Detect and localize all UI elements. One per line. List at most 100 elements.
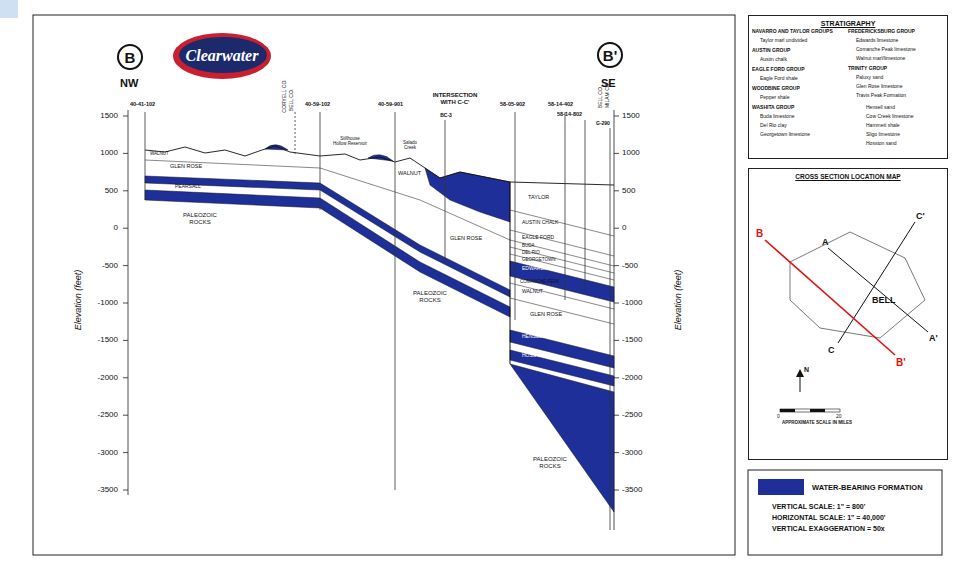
unit-name: Travis Peak Formation: [856, 93, 906, 98]
elevation-tick: -500: [102, 262, 118, 270]
county-label: BELL CO.: [598, 86, 603, 108]
axis-title: Elevation (feet): [74, 270, 83, 331]
well-id: 40-41-102: [130, 102, 155, 108]
group-name: WASHITA GROUP: [752, 105, 794, 110]
corner-tab: [0, 0, 18, 18]
elevation-tick: -2000: [98, 374, 118, 382]
water-bearing-layers: [145, 145, 614, 512]
formation-contacts: [145, 146, 614, 364]
formation-label: DEL RIO: [522, 251, 540, 256]
marker-letter: B: [125, 49, 136, 66]
well-lines: [145, 112, 610, 530]
section-end-marker: B': [597, 42, 623, 68]
formation-label: WALNUT: [150, 152, 169, 157]
section-letter: B': [896, 358, 906, 368]
unit-name: Austin chalk: [760, 57, 787, 62]
scale-note: VERTICAL EXAGGERATION = 50x: [772, 525, 885, 532]
elevation-tick: -3000: [622, 449, 642, 457]
logo-text: Clearwater: [186, 47, 259, 65]
group-name: TRINITY GROUP: [848, 66, 887, 71]
unit-name: Del Rio clay: [760, 123, 787, 128]
elevation-tick: 1000: [622, 149, 640, 157]
location-map: [765, 222, 928, 412]
legend-swatch: [758, 479, 804, 495]
elevation-tick: 500: [105, 187, 118, 195]
scale-number: 0: [777, 414, 780, 419]
well-id: BC-3: [440, 113, 452, 118]
unit-name: Taylor marl undivided: [760, 38, 807, 43]
unit-name: Edwards limestone: [856, 38, 898, 43]
elevation-tick: -3000: [98, 449, 118, 457]
unit-name: Georgetown limestone: [760, 132, 810, 137]
axis-title: Elevation (feet): [674, 270, 683, 331]
marker-letter: B': [603, 47, 617, 64]
formation-label: AUSTIN CHALK: [522, 220, 558, 225]
company-logo: Clearwater: [172, 32, 272, 80]
formation-label: GEORGETOWN: [522, 258, 555, 263]
scale-note: HORIZONTAL SCALE: 1" = 40,000': [772, 514, 885, 521]
well-id: 40-59-102: [305, 102, 330, 108]
group-name: WOODBINE GROUP: [752, 86, 800, 91]
unit-name: Walnut marl/limestone: [856, 56, 905, 61]
formation-label: PALEOZOIC ROCKS: [410, 290, 450, 304]
unit-name: Glen Rose limestone: [856, 84, 902, 89]
legend-box: [748, 470, 942, 555]
elevation-tick: -1000: [622, 299, 642, 307]
county-label: CORYELL CO.: [282, 79, 287, 112]
formation-label: PALEOZOIC ROCKS: [180, 212, 220, 226]
section-letter: A': [929, 334, 938, 343]
group-name: EAGLE FORD GROUP: [752, 67, 805, 72]
well-id: 40-59-901: [378, 102, 403, 108]
group-name: NAVARRO AND TAYLOR GROUPS: [752, 29, 833, 34]
elevation-tick: -1500: [98, 336, 118, 344]
elevation-tick: -2000: [622, 374, 642, 382]
elevation-tick: 1500: [100, 112, 118, 120]
formation-label: GLEN ROSE: [450, 236, 482, 242]
county-label: MILAM CO.: [605, 82, 610, 108]
formation-label: GLEN ROSE: [530, 312, 562, 318]
main-frame: [33, 15, 735, 555]
county-name: BELL: [872, 296, 896, 305]
formation-label: EAGLE FORD: [522, 235, 554, 240]
elevation-axes: [123, 110, 619, 530]
scale-number: 20: [836, 414, 842, 419]
north-label: N: [804, 366, 809, 373]
well-id: 58-05-902: [500, 102, 525, 108]
unit-name: Paluxy sand: [856, 75, 883, 80]
feature-label: Salado Creek: [397, 140, 423, 150]
unit-name: Hammett shale: [866, 123, 900, 128]
section-letter: B: [756, 229, 763, 239]
legend-text: WATER-BEARING FORMATION: [812, 483, 923, 492]
unit-name: Cow Creek limestone: [866, 114, 914, 119]
elevation-tick: -2500: [98, 411, 118, 419]
well-id: 58-14-802: [557, 112, 582, 118]
elevation-tick: 1000: [100, 149, 118, 157]
unit-name: Sligo limestone: [866, 132, 900, 137]
section-letter: C': [916, 212, 925, 221]
well-id: 58-14-402: [548, 102, 573, 108]
logo-red-ring: [173, 33, 271, 79]
elevation-tick: -1000: [98, 299, 118, 307]
unit-name: Comanche Peak limestone: [856, 47, 916, 52]
formation-label: WALNUT: [398, 171, 421, 177]
elevation-tick: 1500: [622, 112, 640, 120]
unit-name: Hosston sand: [866, 141, 897, 146]
elevation-tick: 0: [114, 224, 118, 232]
well-id: G-290: [596, 121, 610, 126]
group-name: AUSTIN GROUP: [752, 48, 790, 53]
formation-label: WALNUT: [522, 289, 543, 294]
unit-name: Hensell sand: [866, 105, 895, 110]
formation-label: COMANCHE PEAK: [520, 280, 560, 285]
elevation-tick: 0: [622, 224, 626, 232]
formation-label: PEARSALL: [175, 184, 201, 189]
unit-name: Pepper shale: [760, 95, 789, 100]
direction-label: NW: [120, 78, 138, 89]
feature-label: Stillhouse Hollow Reservoir: [333, 136, 367, 146]
section-letter: A: [822, 238, 829, 247]
section-letter: C: [828, 346, 835, 355]
elevation-tick: -2500: [622, 411, 642, 419]
formation-label: GLEN ROSE: [170, 164, 202, 170]
scale-caption: APPROXIMATE SCALE IN MILES: [782, 421, 852, 426]
section-end-marker: B: [117, 44, 143, 70]
formation-label: BUDA: [522, 244, 535, 249]
